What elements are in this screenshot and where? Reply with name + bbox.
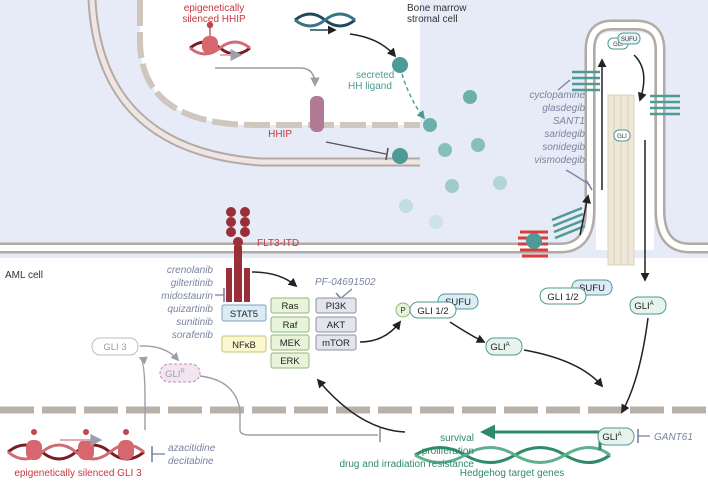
mek-label: MEK [280, 338, 301, 349]
hhip-silenced-dna [189, 21, 251, 61]
feedback-arrow [316, 378, 406, 433]
gli3-silenced-dna [7, 429, 145, 461]
flt3-itd-receptor [226, 207, 250, 302]
drug-sorafenib: sorafenib [172, 330, 214, 341]
cilium-gli-box-2 [613, 129, 631, 142]
hedgehog-target-label: Hedgehog target genes [460, 468, 565, 479]
drug-decitabine: decitabine [168, 456, 214, 467]
svg-text:GLIR: GLIR [165, 369, 185, 380]
nuclear-envelope [137, 0, 420, 128]
mapk-cascade: Ras Raf MEK ERK [270, 297, 310, 369]
drug-sunitinib: sunitinib [176, 317, 213, 328]
gli3-expression-arrow [138, 356, 148, 430]
svg-text:GLI: GLI [613, 42, 623, 48]
svg-text:GLI: GLI [617, 134, 627, 140]
svg-text:NFκB: NFκB [232, 340, 256, 351]
hhip-protein [310, 96, 324, 132]
outcome-survival: survival [440, 433, 474, 444]
hhip-expression-arrow [215, 67, 320, 87]
akt-label: AKT [327, 320, 346, 331]
svg-text:GLIA: GLIA [634, 301, 653, 312]
gli-activator-right-box [629, 296, 667, 315]
hhip-inhibition [325, 141, 387, 155]
outcome-resistance: drug and irradiation resistance [339, 459, 474, 470]
outcome-proliferation: proliferation [422, 446, 474, 457]
gli-activator-box [485, 337, 523, 356]
outcomes-list: survival proliferation drug and irradiat… [339, 433, 474, 470]
hh-expression-arrow [349, 33, 397, 58]
svg-text:SUFU: SUFU [579, 283, 605, 294]
gli3-box [91, 337, 139, 356]
svg-text:SUFU: SUFU [445, 297, 471, 308]
gli12-box [409, 301, 457, 319]
mtor-to-gli-arrow [359, 320, 402, 343]
drug-vismodegib: vismodegib [534, 155, 585, 166]
smo-receptor-cilium [572, 70, 680, 116]
drug-saridegib: saridegib [544, 129, 585, 140]
svg-text:GLI 1/2: GLI 1/2 [417, 306, 448, 317]
pi3k-label: PI3K [326, 301, 347, 312]
svg-text:GLI 3: GLI 3 [103, 342, 126, 353]
svg-text:GLIA: GLIA [490, 342, 509, 353]
drug-quizartinib: quizartinib [167, 304, 213, 315]
drug-cyclopamine: cyclopamine [529, 90, 585, 101]
gli-repressor-inhibition [199, 375, 378, 436]
stat5-box [221, 304, 267, 322]
drug-gant61: GANT61 [654, 432, 693, 443]
svg-text:SUFU: SUFU [621, 37, 637, 43]
smo-inhibitor-list: cyclopamine glasdegib SANT1 saridegib so… [529, 90, 585, 166]
svg-text:P: P [400, 306, 405, 315]
drug-glasdegib: glasdegib [542, 103, 585, 114]
gli-repressor-box [159, 363, 201, 383]
gli12-cilium-box [539, 287, 587, 305]
drug-azacitidine: azacitidine [168, 443, 216, 454]
drug-pf-04691502: PF-04691502 [315, 277, 376, 288]
raf-label: Raf [283, 320, 298, 331]
mtor-label: mTOR [322, 338, 350, 349]
drug-gilteritinib: gilteritinib [171, 278, 214, 289]
svg-text:STAT5: STAT5 [230, 309, 258, 320]
ptch-receptor [518, 206, 586, 258]
drug-crenolanib: crenolanib [167, 265, 214, 276]
gli-activator-nucleus-box [597, 427, 635, 446]
cilium-sufu-box [617, 32, 641, 45]
secretion-arrow [401, 73, 426, 120]
hh-ligand-dna [294, 12, 356, 35]
erk-label: ERK [280, 356, 300, 367]
drug-sant1: SANT1 [553, 116, 585, 127]
hhip-label: HHIP [268, 129, 292, 140]
svg-text:GLIA: GLIA [602, 432, 621, 443]
aml-cell-label: AML cell [5, 270, 43, 281]
pi3k-cascade: PI3K AKT mTOR [315, 297, 357, 351]
drug-sonidegib: sonidegib [542, 142, 585, 153]
hh-ligand-spheres [392, 57, 507, 229]
epi-gli3-label: epigenetically silenced GLI 3 [14, 468, 142, 479]
flt3-itd-label: FLT3-ITD [257, 238, 299, 249]
flt3-signal-arrow [251, 271, 298, 288]
drug-midostaurin: midostaurin [161, 291, 213, 302]
ras-label: Ras [282, 301, 299, 312]
svg-text:GLI 1/2: GLI 1/2 [547, 292, 578, 303]
nfkb-box [221, 335, 267, 353]
flt3-inhibitor-list: crenolanib gilteritinib midostaurin quiz… [161, 265, 213, 341]
